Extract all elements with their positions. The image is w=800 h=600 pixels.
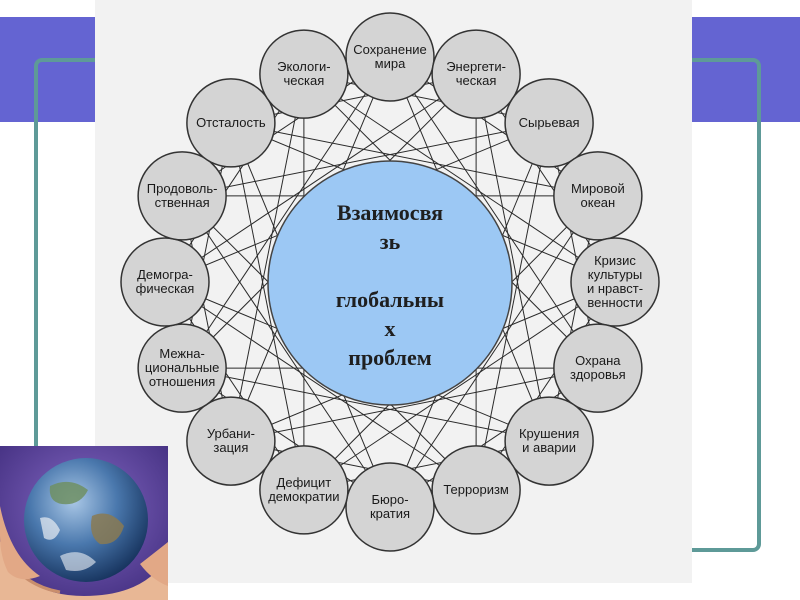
problem-node-circle [137, 323, 227, 413]
problem-node-circle [120, 237, 210, 327]
globe-in-hands-icon [0, 446, 168, 600]
connection-line [230, 122, 598, 197]
problem-node-circle [186, 396, 276, 486]
problem-node-circle [259, 445, 349, 535]
problem-node-circle [186, 78, 276, 168]
problem-node-circle [345, 12, 435, 102]
problem-node-circle [431, 445, 521, 535]
problem-node-circle [553, 151, 643, 241]
connection-line [182, 122, 550, 197]
problem-node-circle [504, 78, 594, 168]
center-circle [267, 160, 513, 406]
problem-node-circle [504, 396, 594, 486]
connection-line [303, 73, 616, 283]
problem-node-circle [137, 151, 227, 241]
problem-node-circle [345, 462, 435, 552]
problem-node-circle [431, 29, 521, 119]
diagram-title: Взаимосвя зь глобальны х проблем [335, 200, 445, 370]
problem-nodes [120, 12, 660, 552]
problem-node-circle [553, 323, 643, 413]
problem-node-circle [570, 237, 660, 327]
connection-line [164, 73, 477, 283]
problem-node-circle [259, 29, 349, 119]
